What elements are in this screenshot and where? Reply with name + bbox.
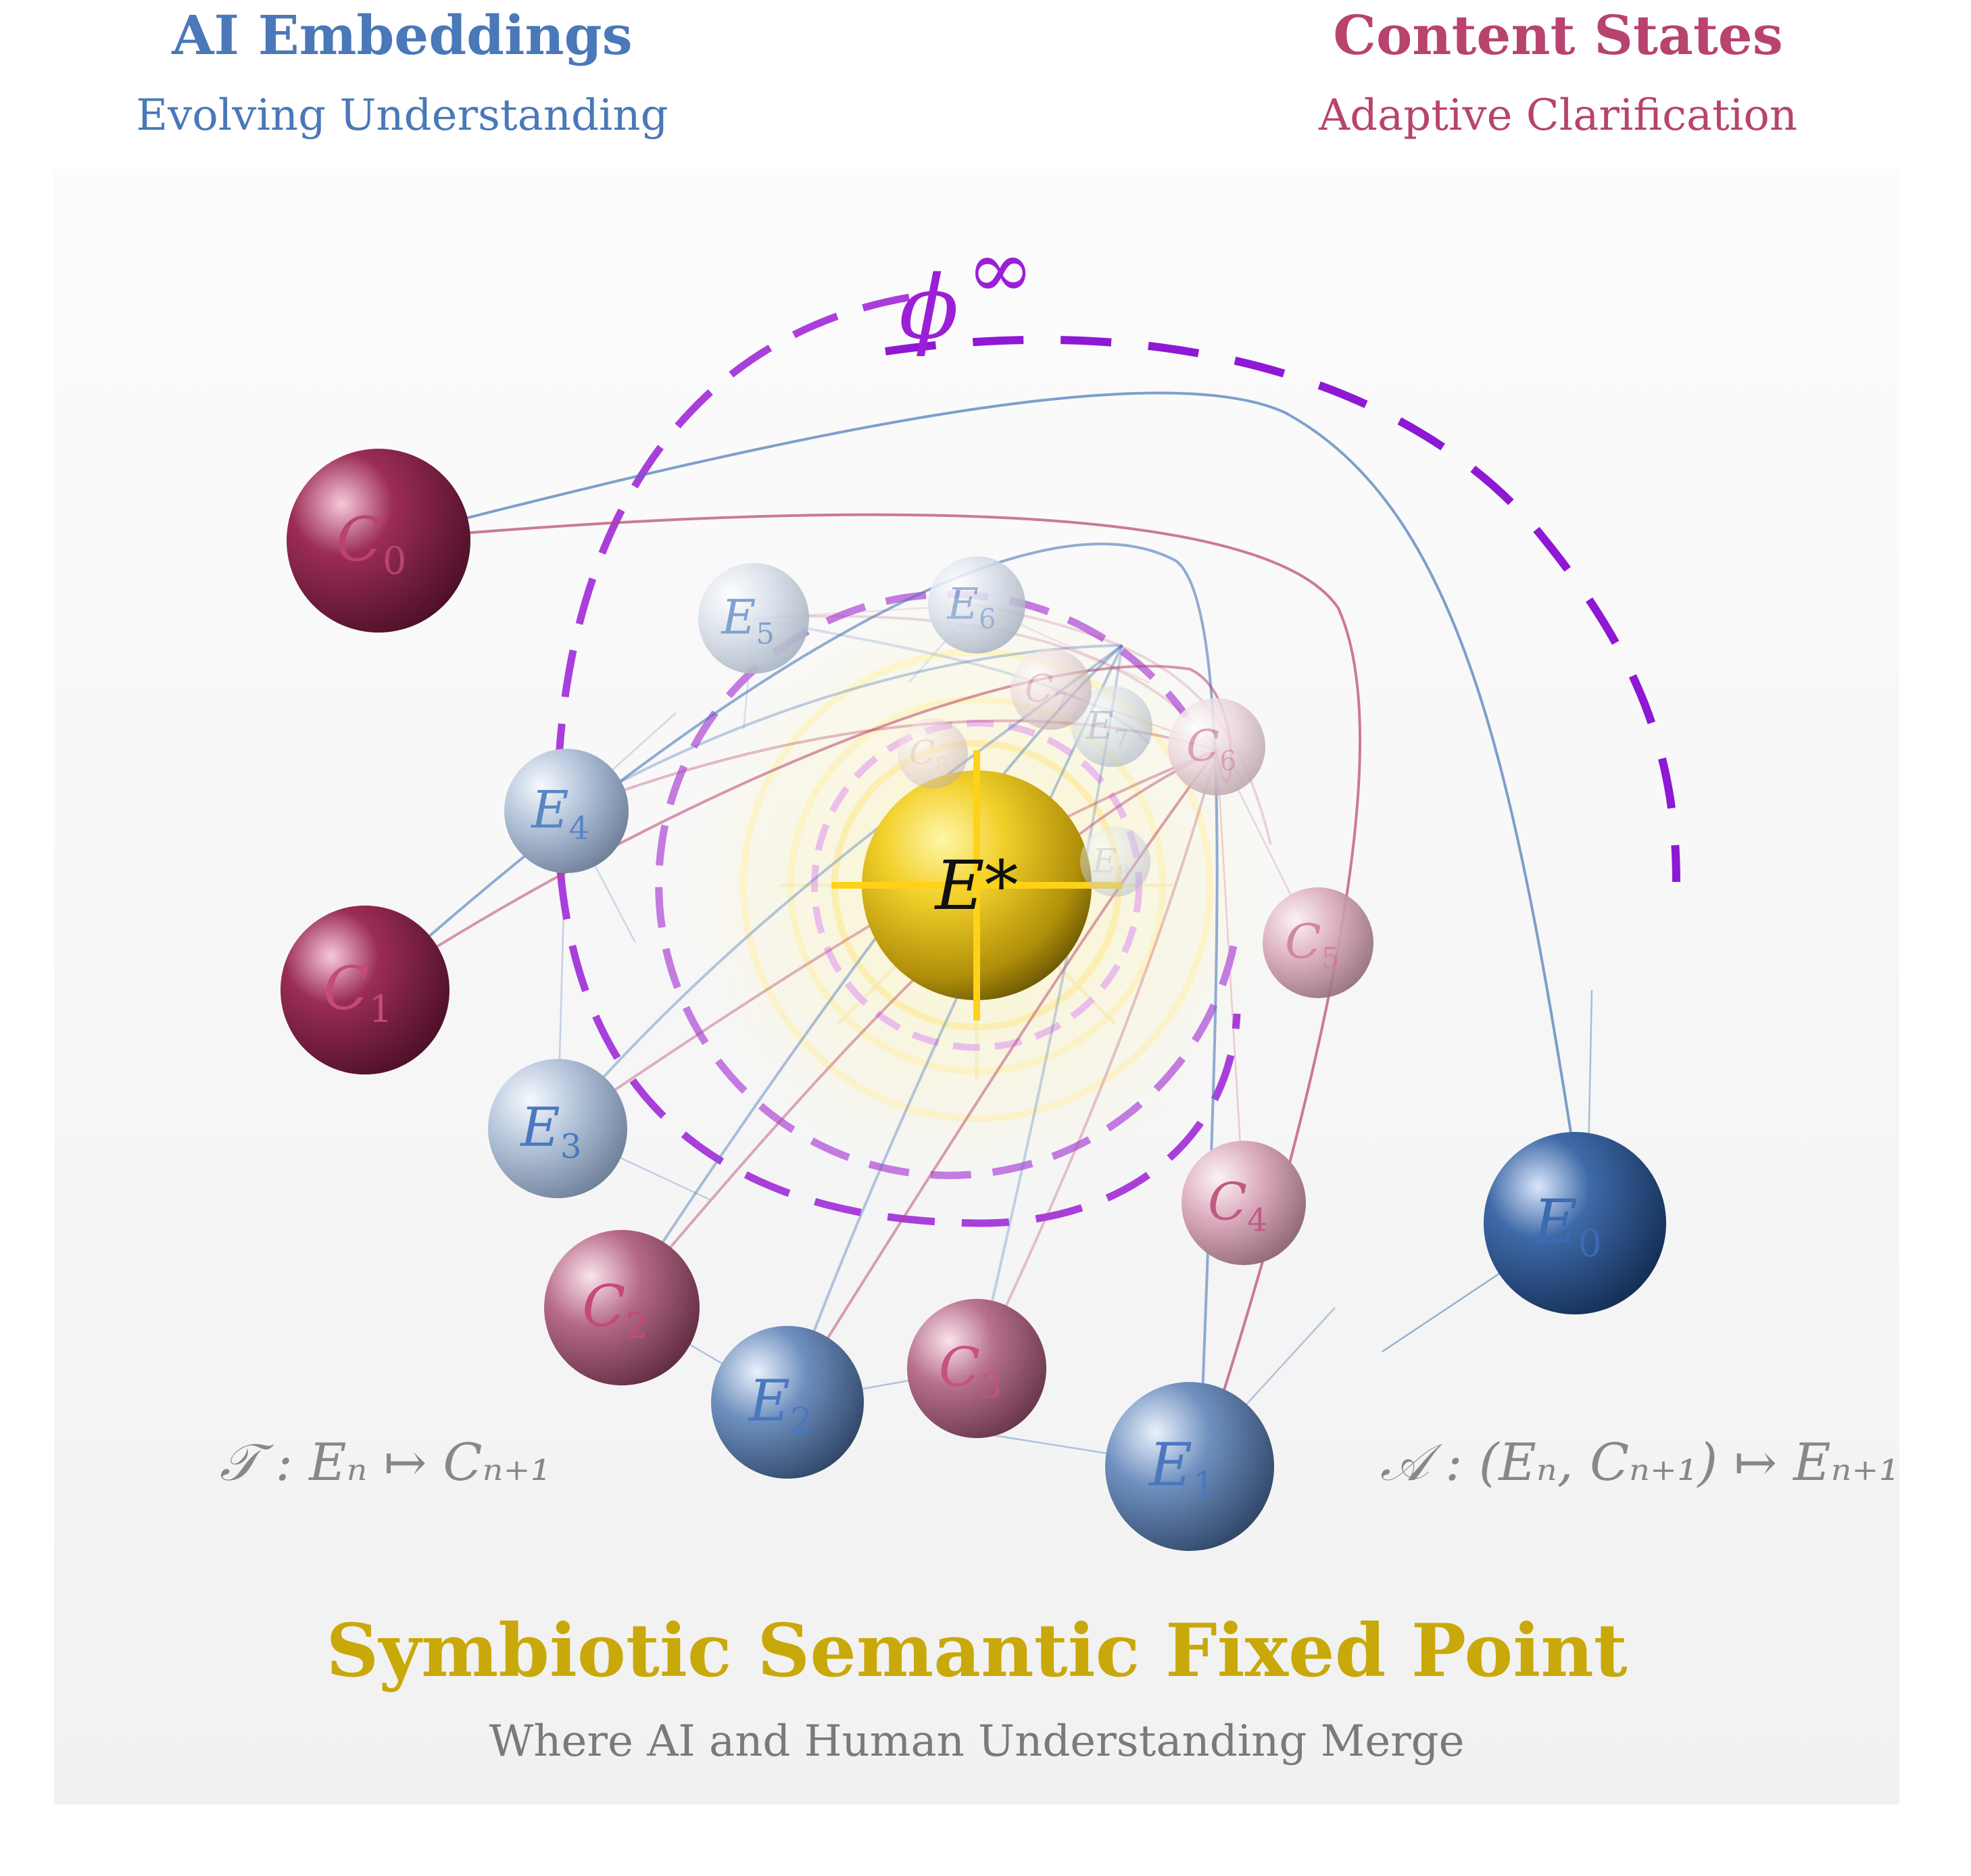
- content-node-0[interactable]: C0: [287, 449, 470, 633]
- embedding-node-0[interactable]: E0: [1484, 1132, 1666, 1314]
- content-sphere-1: [281, 906, 449, 1075]
- right-header-title: Content States: [1333, 3, 1782, 67]
- left-header-title: AI Embeddings: [171, 3, 632, 67]
- content-sphere-4: [1182, 1141, 1306, 1265]
- content-sphere-2: [544, 1230, 700, 1385]
- embedding-sphere-0: [1484, 1132, 1666, 1314]
- embedding-sphere-7: [1071, 686, 1152, 767]
- transform-formula: 𝒯 : Eₙ ↦ Cₙ₊₁: [220, 1432, 551, 1492]
- content-label-4: C4: [1208, 1171, 1267, 1239]
- content-node-5[interactable]: C5: [1263, 887, 1373, 998]
- content-sphere-8: [898, 718, 968, 789]
- content-node-4[interactable]: C4: [1182, 1141, 1306, 1265]
- content-sphere-0: [287, 449, 470, 633]
- fixed-point-label: E*: [934, 846, 1019, 925]
- embedding-node-6[interactable]: E6: [928, 556, 1025, 653]
- embedding-sphere-8: [1080, 826, 1150, 897]
- footer-subtitle: Where AI and Human Understanding Merge: [489, 1717, 1465, 1767]
- embedding-sphere-3: [488, 1059, 627, 1198]
- content-node-6[interactable]: C6: [1168, 698, 1265, 795]
- embedding-sphere-6: [928, 556, 1025, 653]
- inner-orbit-left: [554, 293, 1241, 1227]
- embedding-node-2[interactable]: E2: [711, 1326, 864, 1479]
- embedding-sphere-4: [504, 749, 629, 873]
- right-header-subtitle: Adaptive Clarification: [1318, 91, 1797, 141]
- content-sphere-6: [1168, 698, 1265, 795]
- embedding-node-4[interactable]: E4: [504, 749, 629, 873]
- content-node-7[interactable]: C7: [1011, 649, 1092, 730]
- content-sphere-3: [907, 1299, 1046, 1438]
- content-node-1[interactable]: C1: [281, 906, 449, 1075]
- adaptation-formula: 𝒜 : (Eₙ, Cₙ₊₁) ↦ Eₙ₊₁: [1380, 1432, 1899, 1492]
- content-node-8[interactable]: C8: [898, 718, 968, 789]
- content-node-3[interactable]: C3: [907, 1299, 1046, 1438]
- content-sphere-7: [1011, 649, 1092, 730]
- phi-infinity-label: ϕ ∞: [899, 223, 1034, 359]
- footer-title: Symbiotic Semantic Fixed Point: [326, 1608, 1627, 1694]
- phi-symbol: ϕ: [899, 256, 959, 359]
- embedding-sphere-1: [1105, 1382, 1274, 1551]
- content-node-2[interactable]: C2: [544, 1230, 700, 1385]
- embedding-node-5[interactable]: E5: [698, 563, 809, 674]
- left-header-subtitle: Evolving Understanding: [136, 91, 668, 141]
- embedding-sphere-5: [698, 563, 809, 674]
- content-sphere-5: [1263, 887, 1373, 998]
- embedding-node-8[interactable]: E8: [1080, 826, 1150, 897]
- infinity-superscript: ∞: [967, 223, 1034, 317]
- embedding-sphere-2: [711, 1326, 864, 1479]
- embedding-node-7[interactable]: E7: [1071, 686, 1152, 767]
- fixed-point-cross: [831, 750, 1122, 1020]
- outer-orbit-arc: [885, 335, 1680, 883]
- embedding-node-3[interactable]: E3: [488, 1059, 627, 1198]
- embedding-node-1[interactable]: E1: [1105, 1382, 1274, 1551]
